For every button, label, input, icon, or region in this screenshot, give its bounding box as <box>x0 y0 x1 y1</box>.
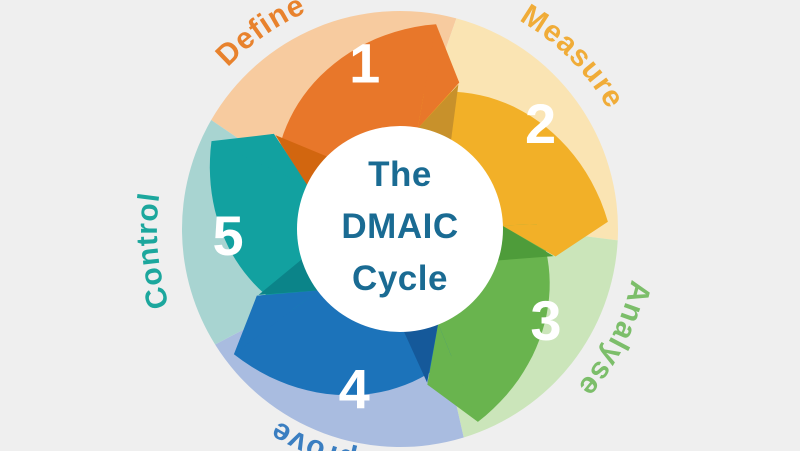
segment-number-define: 1 <box>349 32 380 95</box>
segment-analyse-body <box>427 224 550 422</box>
segment-improve-body <box>233 289 452 396</box>
segment-improve-arrow-tip <box>238 290 319 351</box>
segment-control-arrow-tip <box>216 133 308 186</box>
segment-control-fold-shadow <box>258 258 319 295</box>
segment-label-control: Control <box>131 190 176 313</box>
center-title: The DMAIC Cycle <box>341 155 458 298</box>
segment-define-arrow-tip <box>417 30 460 129</box>
segment-analyse-fold-shadow <box>497 225 554 261</box>
segment-numbers: 1 2 3 4 5 <box>213 32 562 421</box>
segment-measure-arrow-tip <box>501 222 602 257</box>
center-circle <box>297 126 503 332</box>
segment-measure-body <box>417 91 608 257</box>
segment-number-analyse: 3 <box>530 289 561 352</box>
segment-analyse-arrow-tip <box>427 323 476 417</box>
segment-improve-fold-shadow <box>403 323 439 383</box>
center-title-line-1: The <box>368 155 432 194</box>
segment-number-improve: 4 <box>339 358 370 421</box>
segment-number-control: 5 <box>213 204 244 267</box>
segment-number-measure: 2 <box>525 92 556 155</box>
segment-measure-fold-shadow <box>417 84 459 141</box>
center-title-line-3: Cycle <box>352 259 448 298</box>
segment-define-body <box>275 24 460 187</box>
wheel-ring <box>181 10 618 448</box>
center-title-line-2: DMAIC <box>341 207 458 246</box>
